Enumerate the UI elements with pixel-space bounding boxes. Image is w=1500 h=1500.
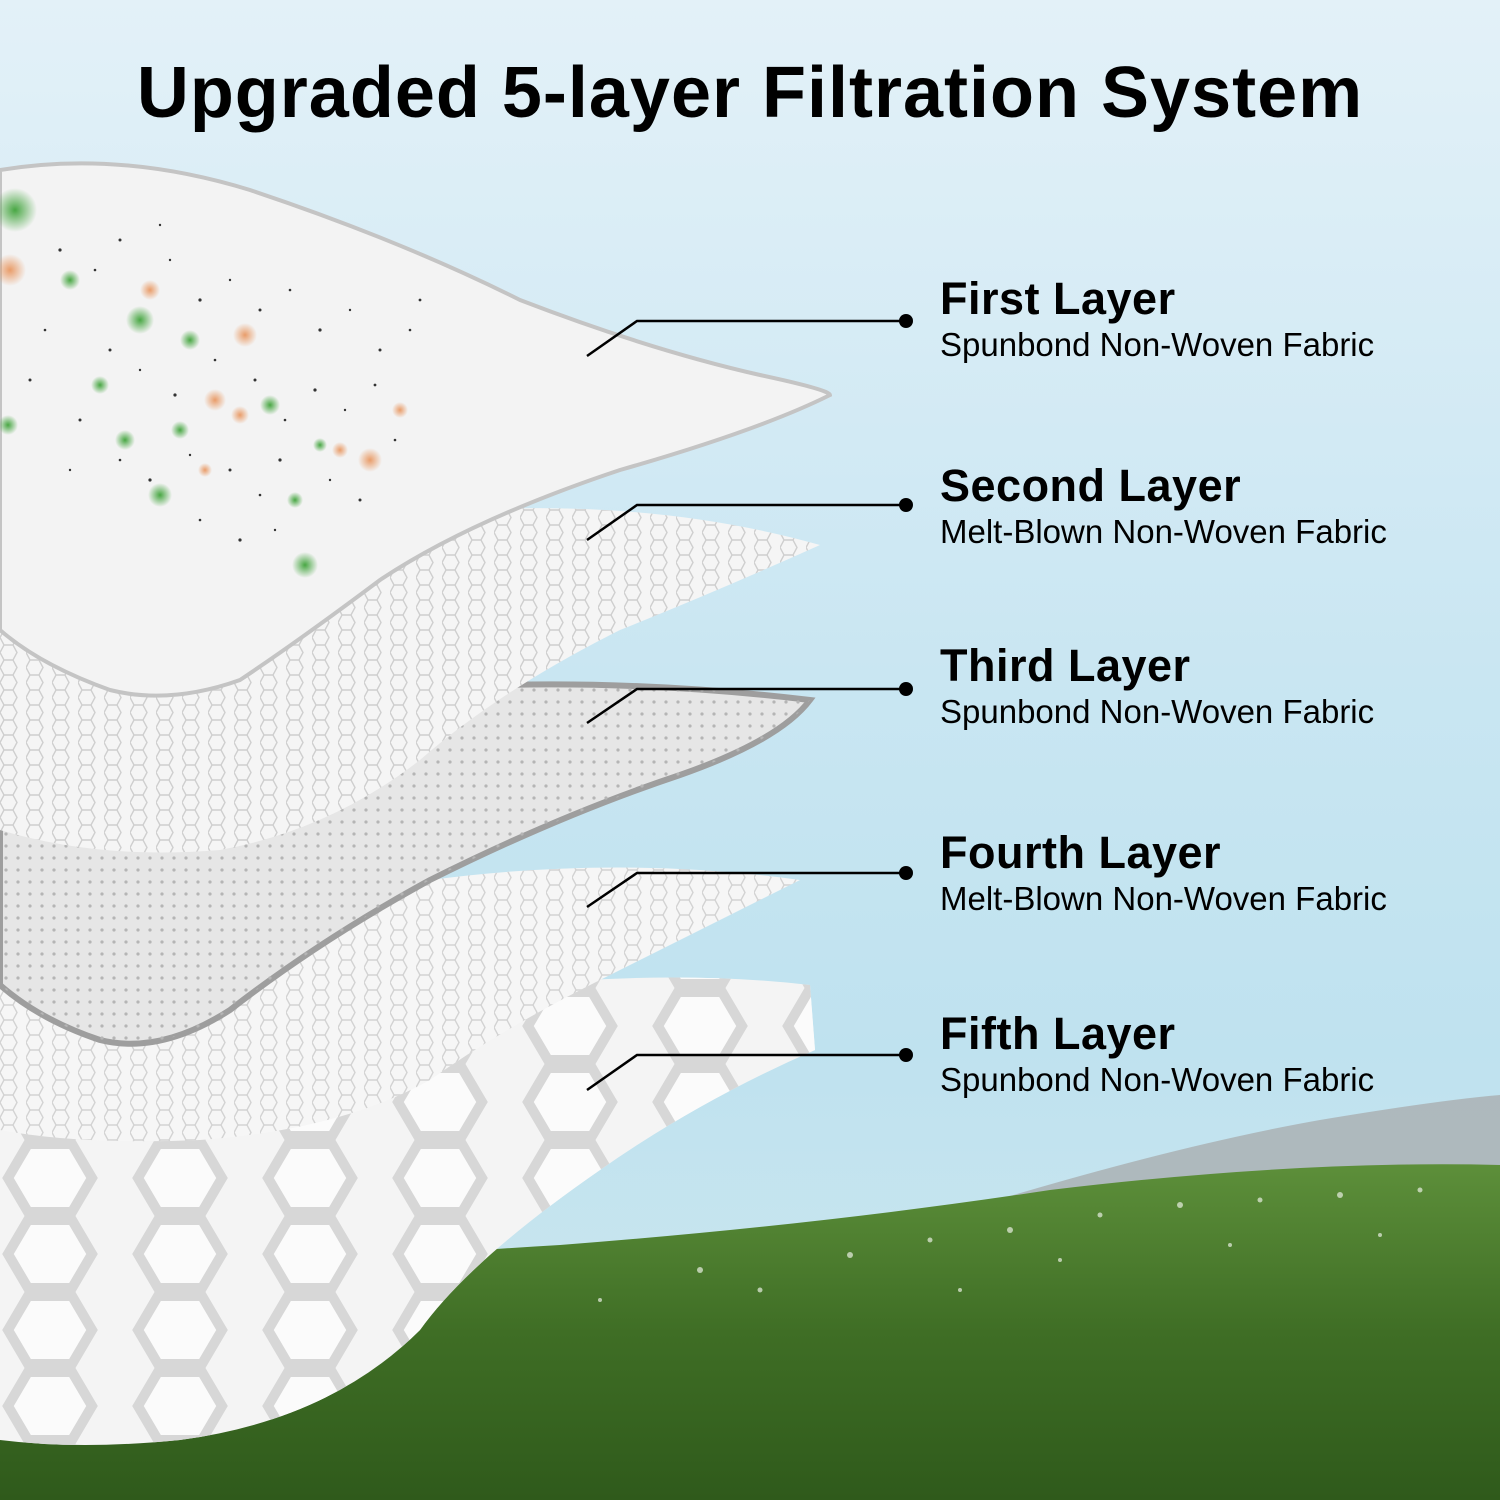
layer-material: Spunbond Non-Woven Fabric	[940, 693, 1375, 730]
layer-label-fourth: Fourth Layer Melt-Blown Non-Woven Fabric	[940, 828, 1387, 918]
layer-material: Spunbond Non-Woven Fabric	[940, 1061, 1375, 1098]
grass-meadow	[0, 1164, 1500, 1500]
grass-flowers	[598, 1187, 1423, 1302]
layer-name: Fourth Layer	[940, 827, 1222, 878]
leader-lines	[586, 319, 906, 1092]
layer-name: Fifth Layer	[940, 1008, 1176, 1059]
layer-name: Third Layer	[940, 640, 1191, 691]
layer-label-second: Second Layer Melt-Blown Non-Woven Fabric	[940, 461, 1387, 551]
leader-dots	[899, 314, 913, 1062]
layer-material: Spunbond Non-Woven Fabric	[940, 326, 1375, 363]
dust-specks	[28, 223, 422, 542]
layer-material: Melt-Blown Non-Woven Fabric	[940, 513, 1387, 550]
layer-label-fifth: Fifth Layer Spunbond Non-Woven Fabric	[940, 1009, 1374, 1099]
layer-name: Second Layer	[940, 460, 1242, 511]
layer-material: Melt-Blown Non-Woven Fabric	[940, 880, 1387, 917]
layer-name: First Layer	[940, 273, 1176, 324]
pollutant-particles	[0, 188, 408, 578]
page-title: Upgraded 5-layer Filtration System	[136, 53, 1364, 133]
layer-label-first: First Layer Spunbond Non-Woven Fabric	[940, 274, 1374, 364]
first-layer-sheet	[0, 161, 833, 698]
layer-label-third: Third Layer Spunbond Non-Woven Fabric	[940, 641, 1374, 731]
